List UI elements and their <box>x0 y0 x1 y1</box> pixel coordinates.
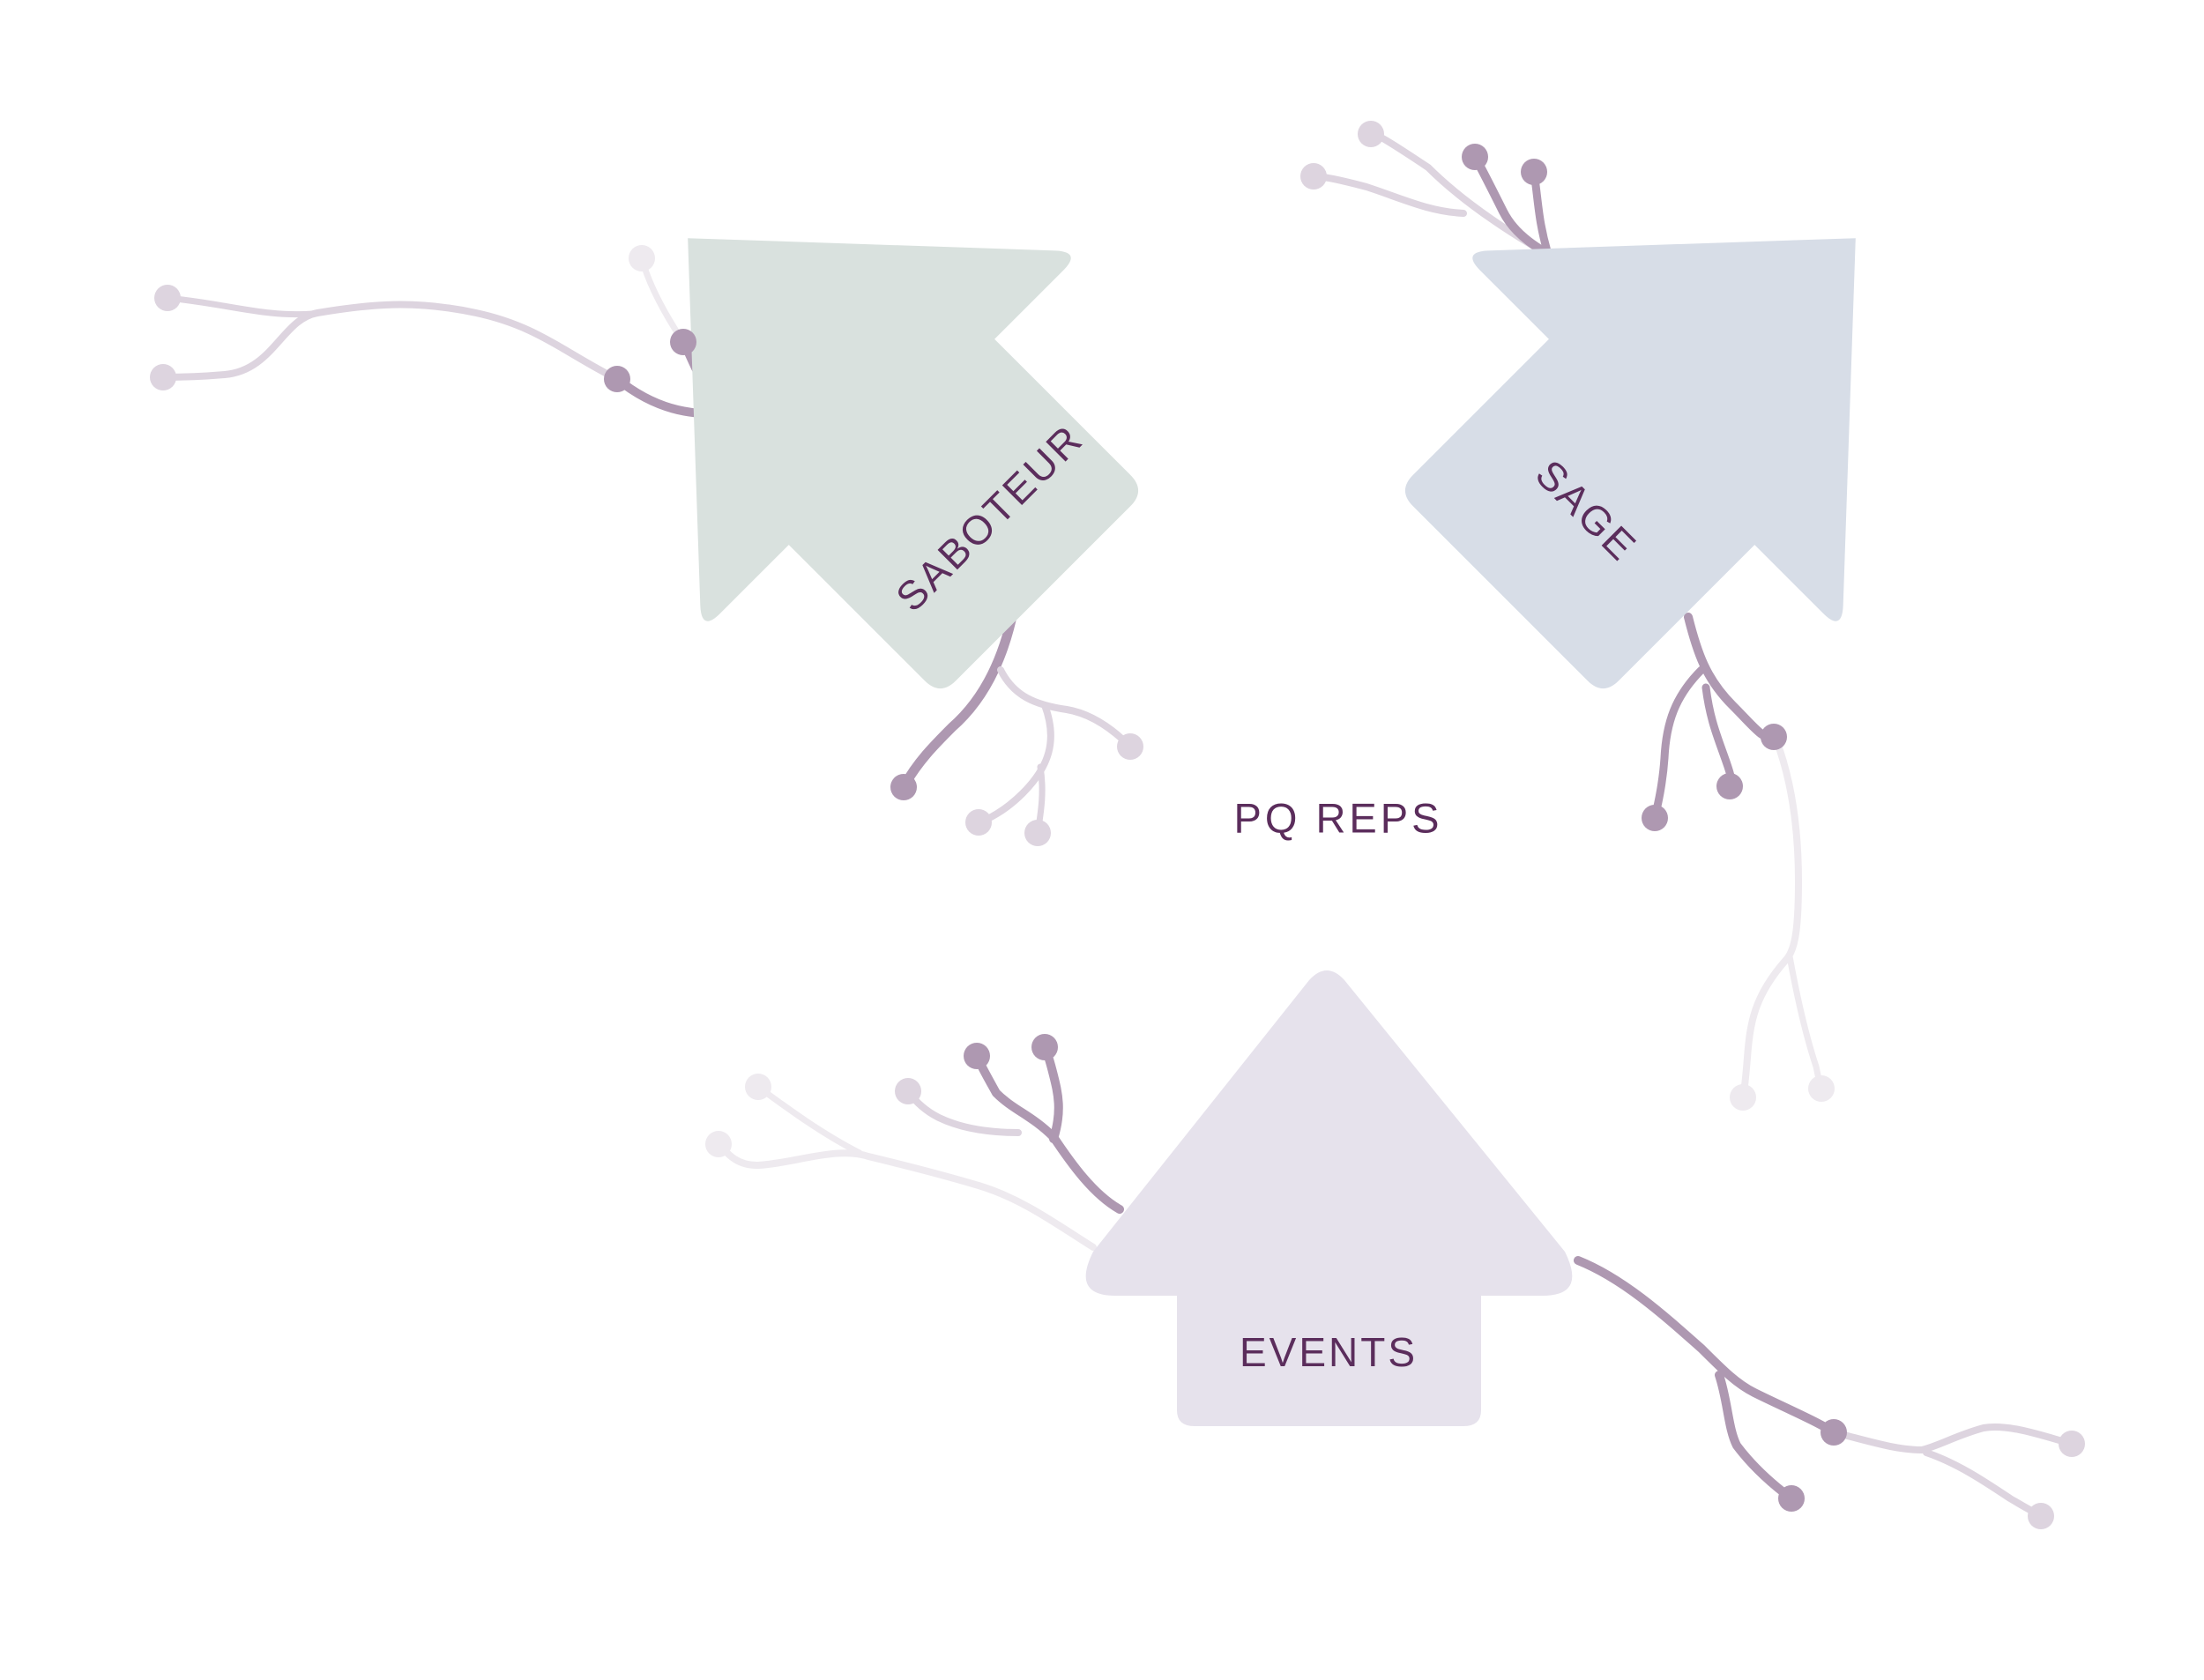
branch <box>638 255 687 346</box>
branch-dot <box>1024 820 1051 846</box>
events-arrow-shape <box>1085 970 1573 1426</box>
branch-dot <box>1358 121 1384 147</box>
branch <box>160 301 621 383</box>
branch-dot <box>1808 1075 1835 1102</box>
branch <box>997 666 1134 750</box>
branch-dot <box>1462 144 1488 170</box>
branch <box>1739 737 1802 1101</box>
branch-dot <box>1716 773 1743 799</box>
branch-dot <box>1778 1485 1805 1512</box>
branch-dot <box>629 245 655 271</box>
branch-dot <box>1642 805 1668 831</box>
branch-dot <box>895 1078 921 1104</box>
saboteur-arrow-shape <box>688 238 1139 689</box>
branch <box>1923 1449 2044 1520</box>
center-title: PQ REPS <box>1234 794 1443 841</box>
saboteur-arrow <box>688 238 1139 689</box>
branch-dot <box>670 329 696 355</box>
branch <box>972 1052 1124 1214</box>
branch <box>164 294 316 318</box>
sage-arrow <box>1404 238 1856 689</box>
branch-dot <box>890 774 917 800</box>
branch <box>715 1141 1097 1251</box>
branch-dot <box>150 364 176 390</box>
branch <box>975 702 1054 826</box>
branch-dot <box>2028 1503 2054 1529</box>
branch-dot <box>1761 724 1787 750</box>
branch-dot <box>965 809 992 836</box>
events-arrow <box>1085 970 1573 1426</box>
branch-dot <box>745 1074 771 1100</box>
branch-dot <box>705 1131 732 1157</box>
events-label: EVENTS <box>1240 1329 1418 1375</box>
branch-dot <box>964 1043 990 1069</box>
branch-dot <box>604 366 630 392</box>
branch-dot <box>154 285 181 311</box>
branch <box>898 603 1019 792</box>
branch-dot <box>1821 1419 1847 1446</box>
branch-dot <box>1117 733 1143 760</box>
branch-dot <box>1521 159 1547 185</box>
branch <box>1830 1424 2075 1453</box>
branch <box>1684 613 1778 742</box>
branch-dot <box>1300 163 1327 190</box>
branch <box>1786 953 1825 1092</box>
branch <box>1574 1256 1838 1437</box>
branch-dot <box>1031 1034 1058 1060</box>
branch-dot <box>2059 1431 2085 1457</box>
branch <box>755 1083 863 1156</box>
branch-dots <box>150 121 2085 1529</box>
branch-dot <box>1730 1084 1756 1111</box>
branch <box>1715 1371 1796 1503</box>
branch <box>1650 665 1706 822</box>
sage-arrow-shape <box>1404 238 1856 689</box>
